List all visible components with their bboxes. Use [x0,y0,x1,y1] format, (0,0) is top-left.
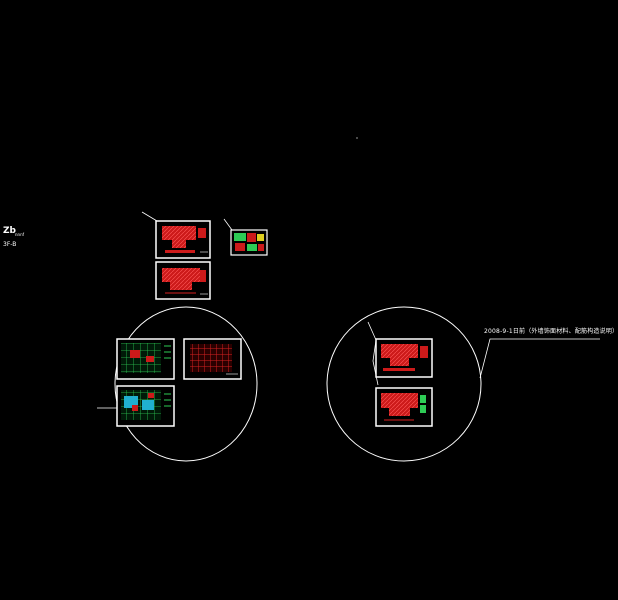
revision-note: 2008-9-1日前（外墙饰面材料、配筋构造说明） [484,328,618,335]
drawing-sheet-4[interactable] [116,338,175,380]
stray-point [356,137,358,139]
left-tag-sub: nnnf [15,232,25,237]
leader-line-2 [223,218,233,231]
drawing-sheet-7[interactable] [375,338,433,378]
drawing-sheet-6[interactable] [116,385,175,427]
revision-circle-left [114,306,258,462]
drawing-sheet-5[interactable] [183,338,242,380]
left-tag-main: Zb [3,226,16,236]
leader-line-1 [141,211,158,222]
drawing-sheet-3[interactable] [230,229,268,256]
drawing-sheet-8[interactable] [375,387,433,427]
revision-circle-right [326,306,482,462]
left-tag-code: 3F-B [3,241,17,248]
drawing-sheet-1[interactable] [155,220,211,259]
leader-line-note [479,338,600,379]
drawing-sheet-2[interactable] [155,261,211,300]
cad-canvas[interactable] [0,0,600,600]
